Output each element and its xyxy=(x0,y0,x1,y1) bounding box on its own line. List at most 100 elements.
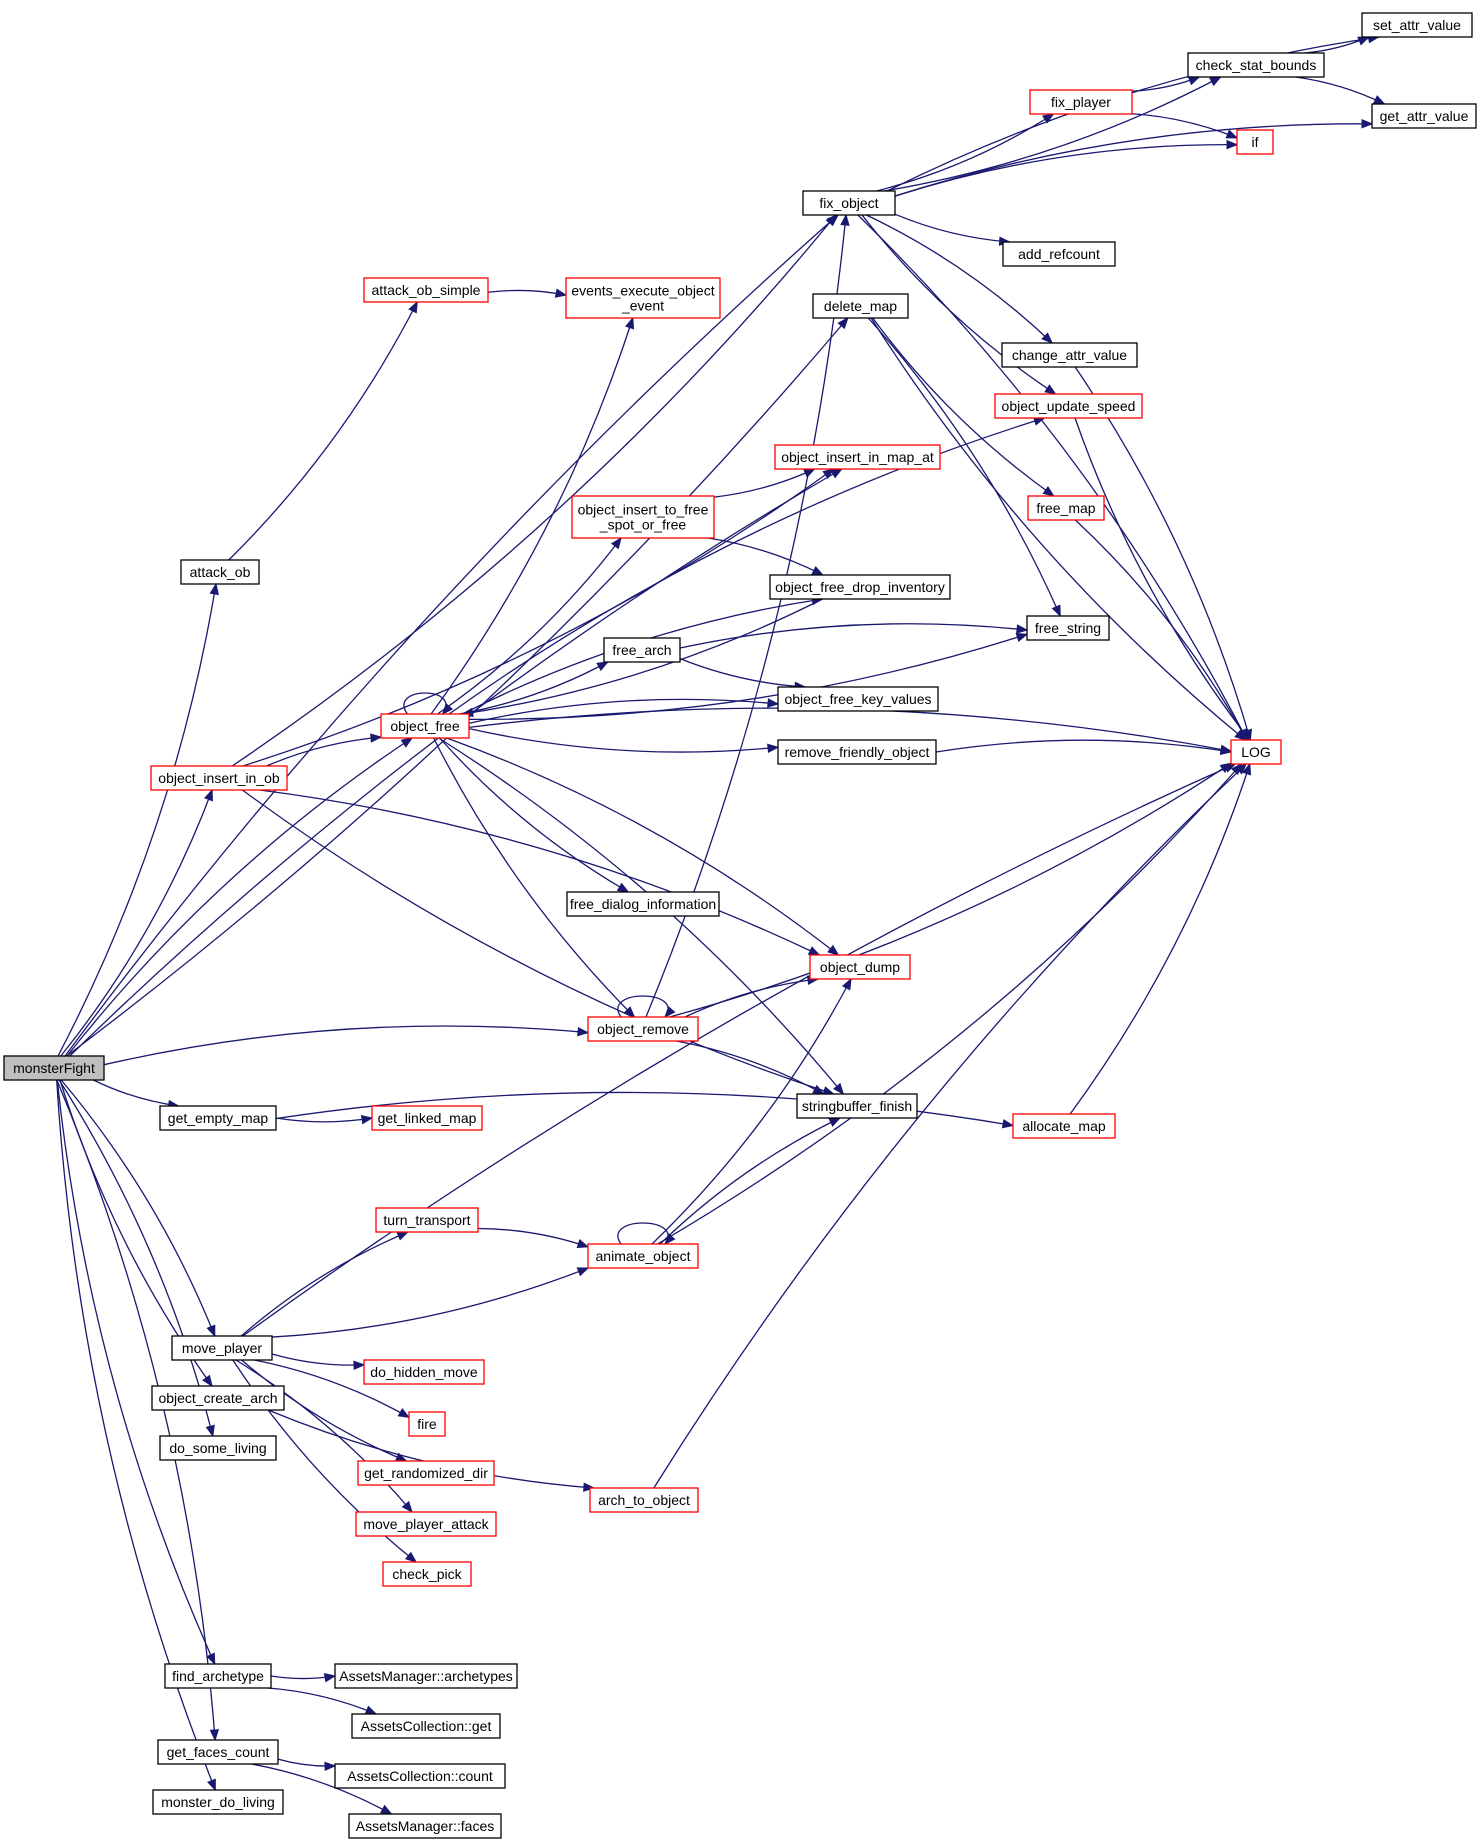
node-attack-ob[interactable]: attack_ob xyxy=(180,559,260,585)
node-box-fire[interactable] xyxy=(408,1411,446,1437)
node-box-object-dump[interactable] xyxy=(809,954,911,980)
node-object-create-arch[interactable]: object_create_arch xyxy=(151,1385,285,1411)
node-do-some-living[interactable]: do_some_living xyxy=(159,1435,277,1461)
node-box-check-stat-bounds[interactable] xyxy=(1187,52,1325,78)
node-box-monster-do-living[interactable] xyxy=(152,1789,284,1815)
node-delete-map[interactable]: delete_map xyxy=(812,293,909,319)
node-box-check-pick[interactable] xyxy=(382,1561,472,1587)
node-get-empty-map[interactable]: get_empty_map xyxy=(159,1105,277,1131)
node-box-assetsmanager-archetypes[interactable] xyxy=(334,1663,518,1689)
node-box-assetscollection-get[interactable] xyxy=(351,1713,501,1739)
node-attack-ob-simple[interactable]: attack_ob_simple xyxy=(363,277,489,303)
node-object-insert-in-map-at[interactable]: object_insert_in_map_at xyxy=(774,444,941,470)
node-box-change-attr-value[interactable] xyxy=(1001,342,1138,368)
node-free-string[interactable]: free_string xyxy=(1026,615,1110,641)
node-box-object-free-key-values[interactable] xyxy=(777,686,939,712)
node-box-do-hidden-move[interactable] xyxy=(363,1359,485,1385)
node-assetsmanager-faces[interactable]: AssetsManager::faces xyxy=(348,1813,502,1839)
node-check-pick[interactable]: check_pick xyxy=(382,1561,472,1587)
node-box-get-attr-value[interactable] xyxy=(1371,103,1477,129)
node-box-animate-object[interactable] xyxy=(587,1243,699,1269)
node-events-execute-object-event[interactable]: events_execute_object_event xyxy=(565,277,721,319)
node-box-move-player-attack[interactable] xyxy=(355,1511,497,1537)
node-box-find-archetype[interactable] xyxy=(164,1663,272,1689)
node-if[interactable]: if xyxy=(1236,129,1274,155)
node-box-object-remove[interactable] xyxy=(587,1016,699,1042)
node-free-arch[interactable]: free_arch xyxy=(603,637,681,663)
node-box-allocate-map[interactable] xyxy=(1012,1113,1116,1139)
node-box-object-create-arch[interactable] xyxy=(151,1385,285,1411)
node-box-fix-object[interactable] xyxy=(802,190,896,216)
node-box-free-string[interactable] xyxy=(1026,615,1110,641)
node-box-get-empty-map[interactable] xyxy=(159,1105,277,1131)
node-object-insert-in-ob[interactable]: object_insert_in_ob xyxy=(150,765,288,791)
node-arch-to-object[interactable]: arch_to_object xyxy=(589,1487,699,1513)
node-box-object-free[interactable] xyxy=(380,713,470,739)
node-assetscollection-count[interactable]: AssetsCollection::count xyxy=(334,1763,506,1789)
node-move-player-attack[interactable]: move_player_attack xyxy=(355,1511,497,1537)
node-box-object-insert-in-ob[interactable] xyxy=(150,765,288,791)
node-allocate-map[interactable]: allocate_map xyxy=(1012,1113,1116,1139)
node-box-object-insert-in-map-at[interactable] xyxy=(774,444,941,470)
node-box-arch-to-object[interactable] xyxy=(589,1487,699,1513)
node-object-free-drop-inventory[interactable]: object_free_drop_inventory xyxy=(769,574,951,600)
node-box-free-arch[interactable] xyxy=(603,637,681,663)
node-object-update-speed[interactable]: object_update_speed xyxy=(994,393,1143,419)
node-box-object-insert-to-free-spot-or-free[interactable] xyxy=(571,495,715,539)
node-box-remove-friendly-object[interactable] xyxy=(777,739,937,765)
node-set-attr-value[interactable]: set_attr_value xyxy=(1361,12,1473,38)
node-check-stat-bounds[interactable]: check_stat_bounds xyxy=(1187,52,1325,78)
node-add-refcount[interactable]: add_refcount xyxy=(1002,241,1116,267)
node-box-stringbuffer-finish[interactable] xyxy=(796,1093,918,1119)
node-box-add-refcount[interactable] xyxy=(1002,241,1116,267)
node-get-faces-count[interactable]: get_faces_count xyxy=(157,1739,279,1765)
node-find-archetype[interactable]: find_archetype xyxy=(164,1663,272,1689)
node-box-get-linked-map[interactable] xyxy=(371,1105,483,1131)
node-box-do-some-living[interactable] xyxy=(159,1435,277,1461)
node-box-free-map[interactable] xyxy=(1027,495,1105,521)
node-object-remove[interactable]: object_remove xyxy=(587,1016,699,1042)
node-get-linked-map[interactable]: get_linked_map xyxy=(371,1105,483,1131)
node-move-player[interactable]: move_player xyxy=(171,1335,273,1361)
node-stringbuffer-finish[interactable]: stringbuffer_finish xyxy=(796,1093,918,1119)
node-box-object-update-speed[interactable] xyxy=(994,393,1143,419)
node-box-get-randomized-dir[interactable] xyxy=(357,1460,495,1486)
node-box-get-faces-count[interactable] xyxy=(157,1739,279,1765)
node-fire[interactable]: fire xyxy=(408,1411,446,1437)
node-free-dialog-information[interactable]: free_dialog_information xyxy=(566,891,720,917)
node-box-move-player[interactable] xyxy=(171,1335,273,1361)
node-box-events-execute-object-event[interactable] xyxy=(565,277,721,319)
node-monsterfight[interactable]: monsterFight xyxy=(3,1055,105,1081)
node-change-attr-value[interactable]: change_attr_value xyxy=(1001,342,1138,368)
node-box-turn-transport[interactable] xyxy=(375,1207,479,1233)
node-box-delete-map[interactable] xyxy=(812,293,909,319)
node-box-assetsmanager-faces[interactable] xyxy=(348,1813,502,1839)
node-get-attr-value[interactable]: get_attr_value xyxy=(1371,103,1477,129)
node-fix-object[interactable]: fix_object xyxy=(802,190,896,216)
node-assetscollection-get[interactable]: AssetsCollection::get xyxy=(351,1713,501,1739)
node-box-attack-ob[interactable] xyxy=(180,559,260,585)
node-free-map[interactable]: free_map xyxy=(1027,495,1105,521)
node-monster-do-living[interactable]: monster_do_living xyxy=(152,1789,284,1815)
node-log[interactable]: LOG xyxy=(1230,739,1282,765)
node-assetsmanager-archetypes[interactable]: AssetsManager::archetypes xyxy=(334,1663,518,1689)
node-do-hidden-move[interactable]: do_hidden_move xyxy=(363,1359,485,1385)
node-object-free[interactable]: object_free xyxy=(380,713,470,739)
node-box-log[interactable] xyxy=(1230,739,1282,765)
node-box-set-attr-value[interactable] xyxy=(1361,12,1473,38)
node-object-insert-to-free-spot-or-free[interactable]: object_insert_to_free_spot_or_free xyxy=(571,495,715,539)
node-animate-object[interactable]: animate_object xyxy=(587,1243,699,1269)
node-box-object-free-drop-inventory[interactable] xyxy=(769,574,951,600)
node-fix-player[interactable]: fix_player xyxy=(1029,89,1133,115)
node-box-attack-ob-simple[interactable] xyxy=(363,277,489,303)
node-object-dump[interactable]: object_dump xyxy=(809,954,911,980)
node-box-fix-player[interactable] xyxy=(1029,89,1133,115)
node-box-monsterfight[interactable] xyxy=(3,1055,105,1081)
node-remove-friendly-object[interactable]: remove_friendly_object xyxy=(777,739,937,765)
node-turn-transport[interactable]: turn_transport xyxy=(375,1207,479,1233)
node-object-free-key-values[interactable]: object_free_key_values xyxy=(777,686,939,712)
node-box-assetscollection-count[interactable] xyxy=(334,1763,506,1789)
node-box-if[interactable] xyxy=(1236,129,1274,155)
node-box-free-dialog-information[interactable] xyxy=(566,891,720,917)
node-get-randomized-dir[interactable]: get_randomized_dir xyxy=(357,1460,495,1486)
